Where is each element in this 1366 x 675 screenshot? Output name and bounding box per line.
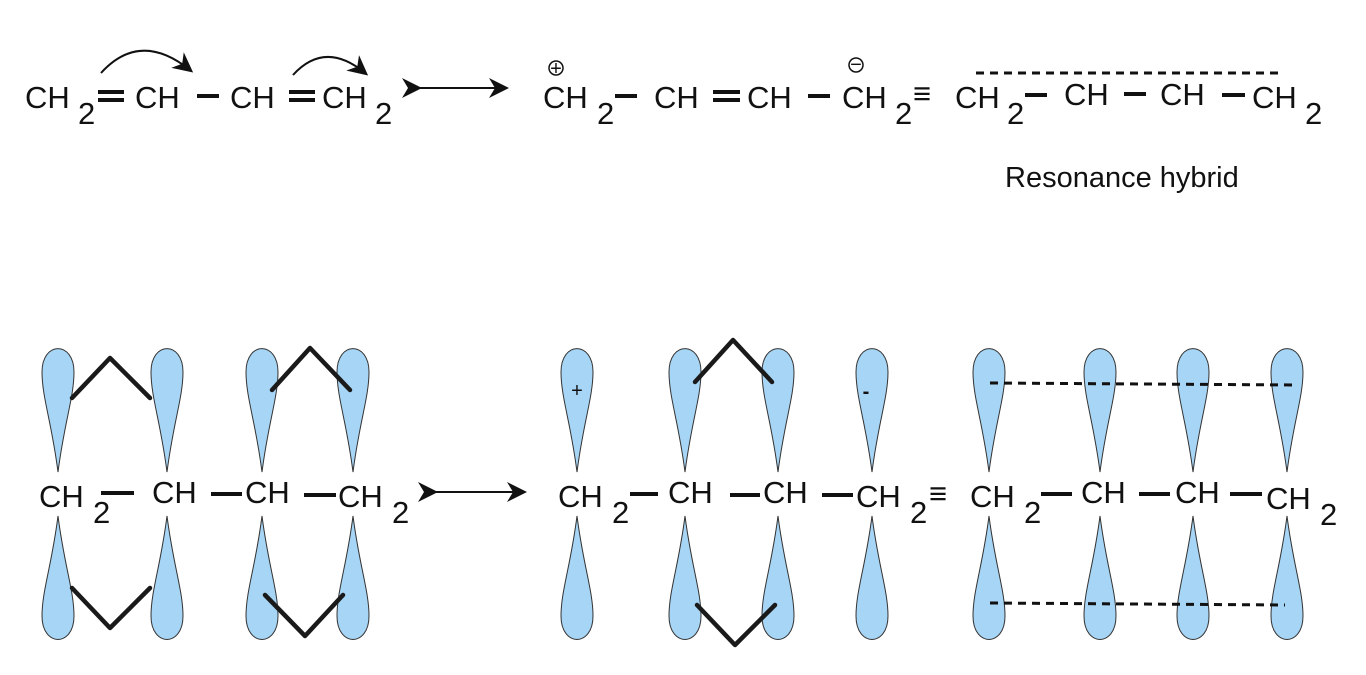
pi-bond-overlap-arc — [269, 345, 353, 393]
group-ch: CH — [1175, 475, 1220, 510]
p-orbital-lower-lobe — [245, 515, 279, 640]
p-orbital-upper-lobe — [1270, 348, 1304, 473]
p-orbital-upper-lobe — [245, 348, 279, 473]
group-ch: CH — [763, 475, 808, 510]
bottom-hybrid: CH 2 CH CH CH 2 — [970, 381, 1337, 607]
p-orbital-upper-lobe — [336, 348, 370, 473]
equivalent-symbol: ≡ — [929, 476, 947, 511]
group-ch2: CH — [338, 479, 383, 514]
p-orbital-upper-lobe — [855, 348, 889, 473]
group-ch: CH — [654, 80, 699, 115]
group-ch: CH — [1081, 475, 1126, 510]
negative-charge: − — [850, 54, 862, 76]
p-orbital-upper-lobe — [972, 348, 1006, 473]
p-orbital-upper-lobe — [150, 348, 184, 473]
p-orbital-lower-lobe — [668, 515, 702, 640]
subscript: 2 — [93, 495, 110, 530]
group-ch2: CH — [322, 80, 367, 115]
subscript: 2 — [910, 495, 927, 530]
group-ch2: CH — [1266, 481, 1311, 516]
group-ch: CH — [152, 475, 197, 510]
group-ch: CH — [1160, 77, 1205, 112]
group-ch2: CH — [543, 80, 588, 115]
bottom-structure-2: + - CH 2 CH CH CH 2 — [558, 380, 927, 530]
curved-arrow — [100, 49, 194, 74]
group-ch: CH — [1064, 77, 1109, 112]
subscript: 2 — [392, 495, 409, 530]
p-orbital-upper-lobe — [41, 348, 75, 473]
p-orbital-upper-lobe — [1083, 348, 1117, 473]
curved-arrow — [292, 55, 369, 76]
subscript: 2 — [612, 495, 629, 530]
subscript: 2 — [1007, 96, 1024, 131]
delocalization-dashed-line — [989, 601, 1286, 607]
p-orbital-lower-lobe — [560, 515, 594, 640]
resonance-hybrid-caption: Resonance hybrid — [1005, 162, 1239, 194]
p-orbital-lower-lobe — [972, 515, 1006, 640]
subscript: 2 — [375, 96, 392, 131]
subscript: 2 — [597, 96, 614, 131]
group-ch2: CH — [558, 479, 603, 514]
pi-bond-overlap-arc — [692, 337, 775, 385]
positive-charge: + — [550, 58, 562, 80]
p-orbital-lower-lobe — [336, 515, 370, 640]
pi-bond-overlap-arc — [69, 355, 153, 401]
bottom-structure-1: CH 2 CH CH CH 2 — [39, 475, 409, 530]
group-ch2: CH — [856, 479, 901, 514]
equivalent-symbol: ≡ — [913, 76, 931, 111]
subscript: 2 — [78, 96, 95, 131]
group-ch2: CH — [25, 80, 70, 115]
group-ch2: CH — [39, 479, 84, 514]
p-orbital-lower-lobe — [41, 515, 75, 640]
p-orbital-lower-lobe — [1176, 515, 1210, 640]
subscript: 2 — [1320, 497, 1337, 532]
subscript: 2 — [1024, 495, 1041, 530]
pi-bond-overlaps — [69, 337, 778, 648]
group-ch: CH — [245, 475, 290, 510]
p-orbital-upper-lobe — [1176, 348, 1210, 473]
top-structure-1: CH 2 CH CH CH 2 — [25, 49, 392, 131]
p-orbital-lower-lobe — [150, 515, 184, 640]
negative-charge-icon — [848, 57, 864, 73]
p-orbital-upper-lobe — [668, 348, 702, 473]
group-ch2: CH — [842, 80, 887, 115]
p-orbital-upper-lobe — [761, 348, 795, 473]
group-ch2: CH — [955, 80, 1000, 115]
p-orbital-lower-lobe — [855, 515, 889, 640]
p-orbital-upper-lobe — [560, 348, 594, 473]
p-orbital-lower-lobe — [1270, 515, 1304, 640]
negative-charge: - — [863, 381, 870, 403]
top-structure-2: + CH 2 CH CH − CH 2 — [543, 54, 912, 131]
group-ch: CH — [230, 80, 275, 115]
group-ch2: CH — [1252, 80, 1297, 115]
p-orbital-lower-lobe — [761, 515, 795, 640]
delocalization-dashed-line — [989, 381, 1296, 387]
subscript: 2 — [895, 96, 912, 131]
pi-bond-overlap-arc — [262, 592, 346, 639]
group-ch: CH — [135, 80, 180, 115]
group-ch2: CH — [970, 479, 1015, 514]
p-orbital-lower-lobe — [1083, 515, 1117, 640]
pi-bond-overlap-arc — [694, 602, 778, 648]
group-ch: CH — [668, 475, 713, 510]
group-ch: CH — [747, 80, 792, 115]
pi-bond-overlap-arc — [69, 585, 153, 631]
top-hybrid: CH 2 CH CH CH 2 — [955, 71, 1322, 131]
positive-charge-icon — [548, 60, 564, 76]
positive-charge: + — [571, 380, 583, 402]
subscript: 2 — [1305, 96, 1322, 131]
